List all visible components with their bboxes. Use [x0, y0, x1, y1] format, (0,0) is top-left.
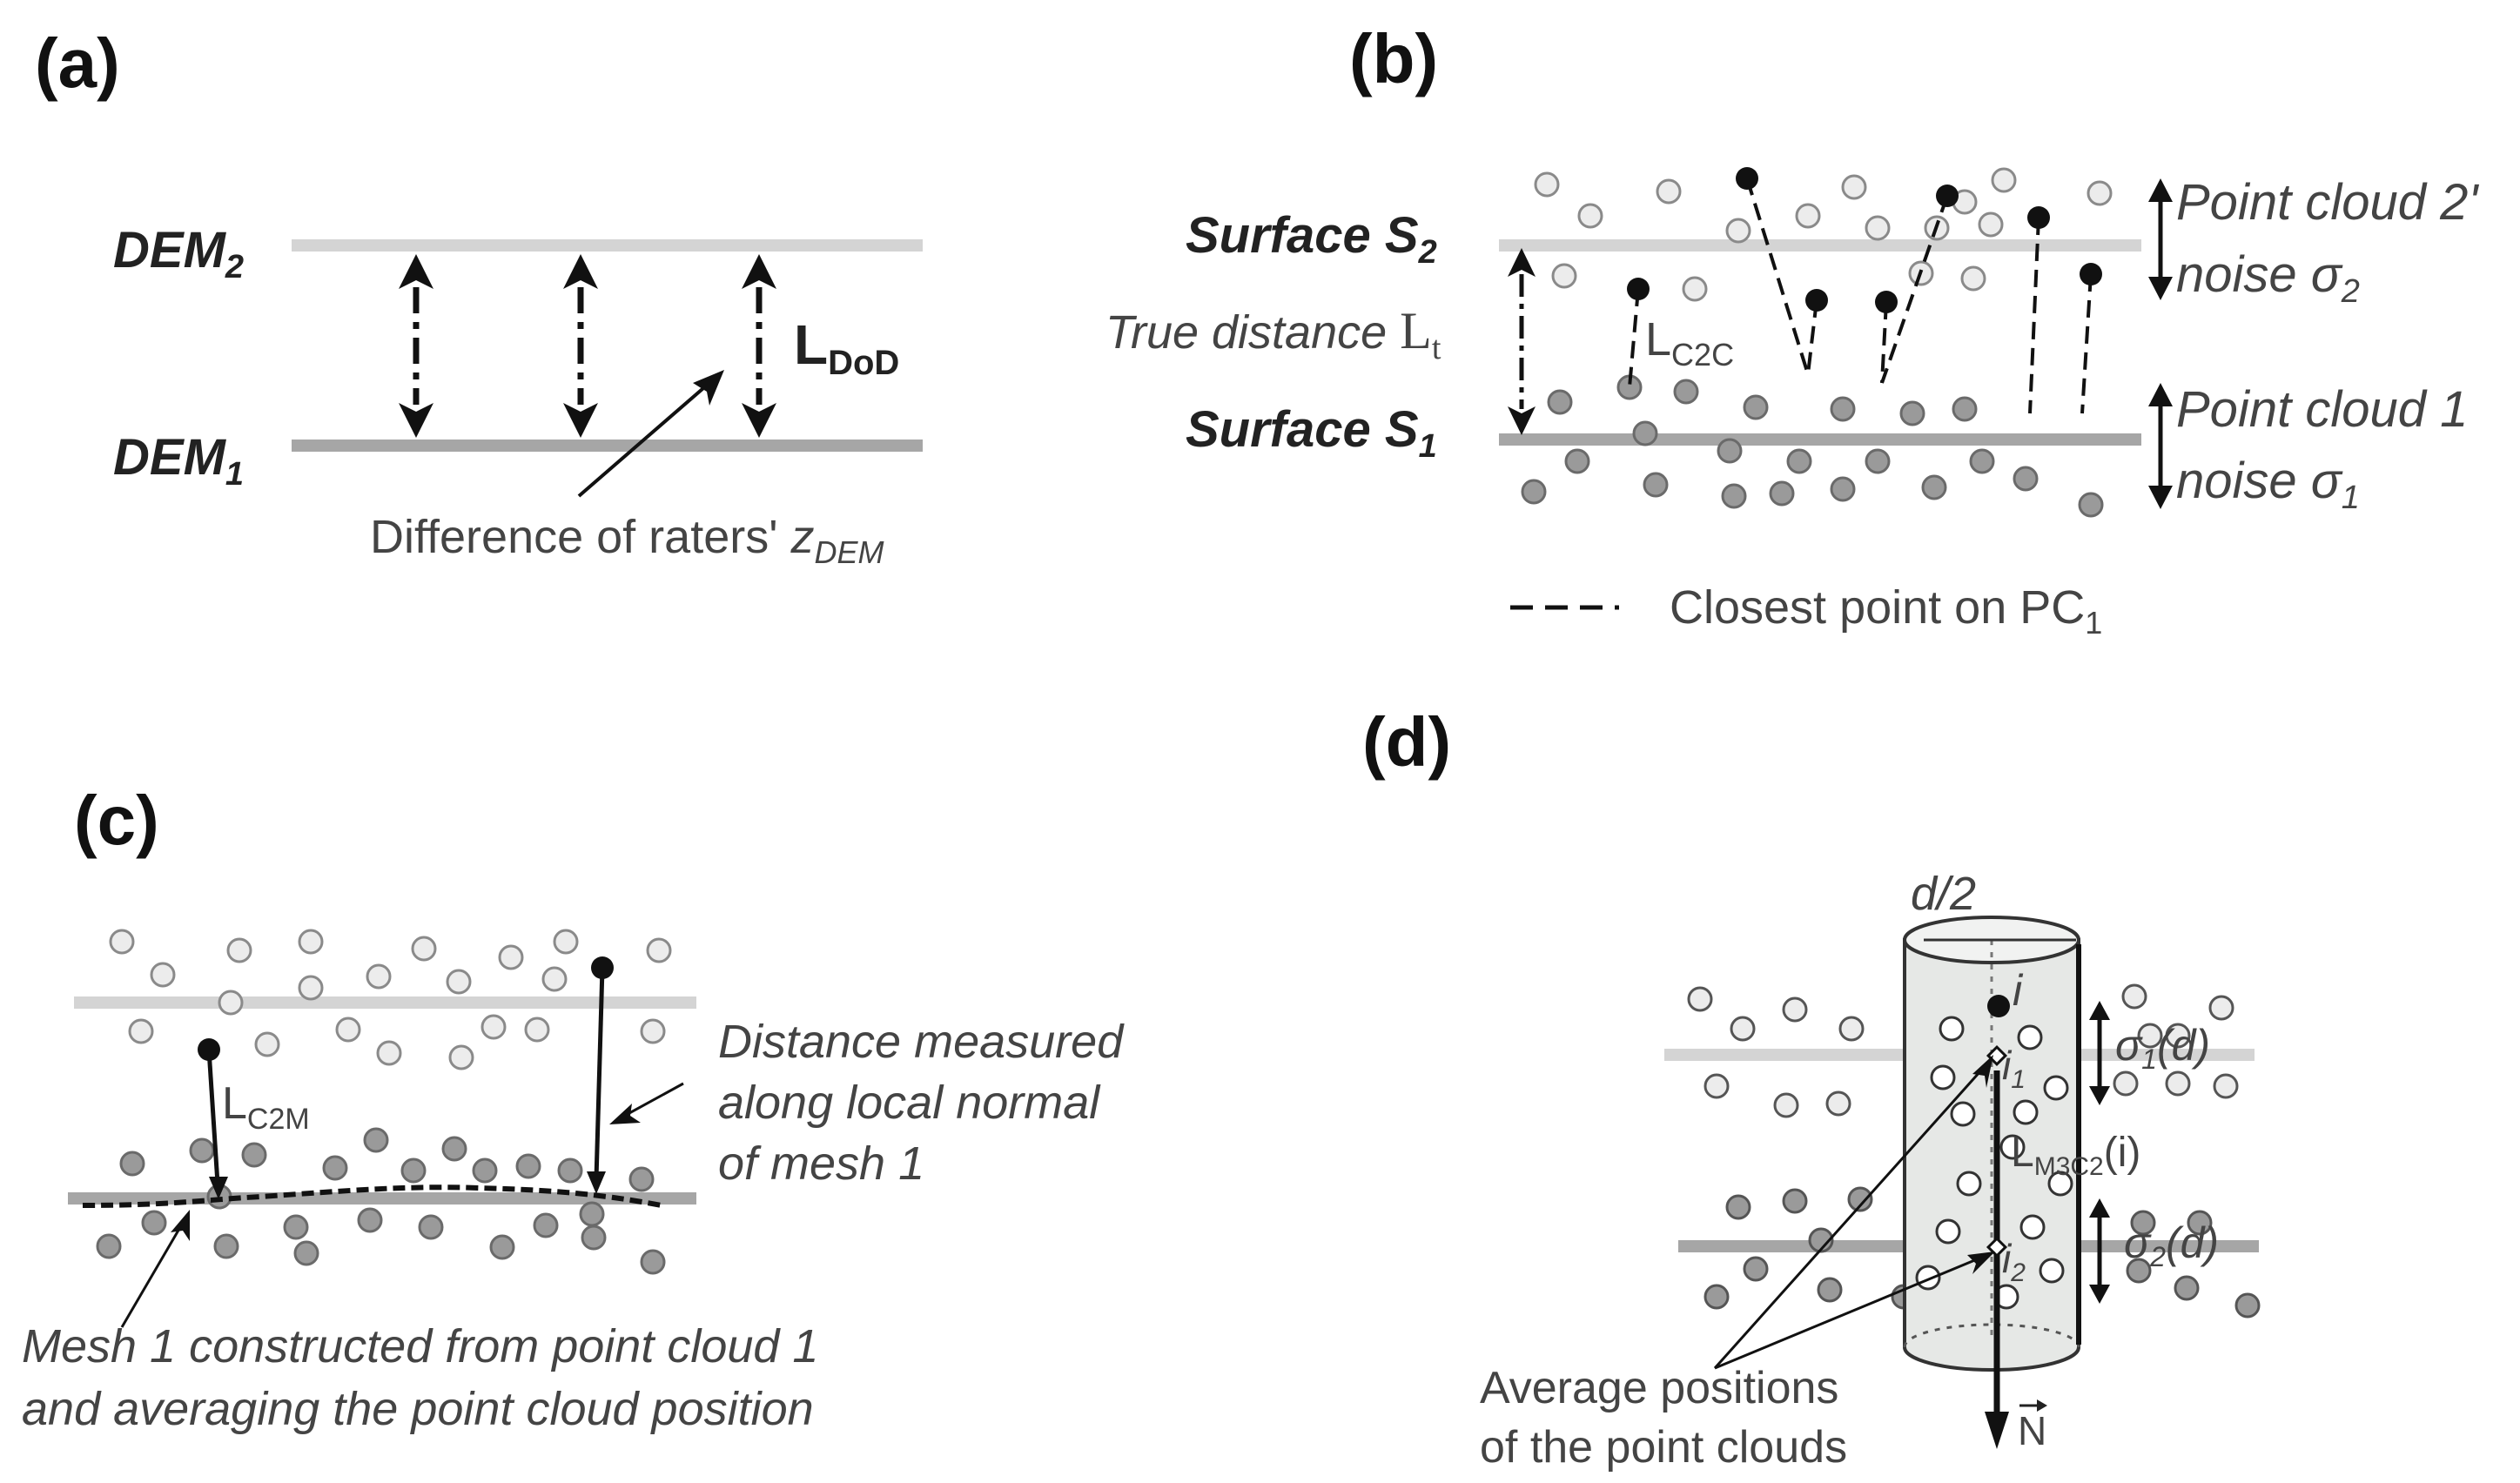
- i1-label: i1: [2002, 1043, 2026, 1094]
- c2m-measure-2: [594, 967, 605, 1180]
- c2c-connectors: [1628, 178, 2093, 414]
- l-c2c-label: LC2C: [1645, 313, 1734, 372]
- core-point-i: [1987, 995, 2010, 1017]
- outside-light-points: [1687, 983, 2239, 1118]
- surface-s2-label: Surface S2: [1186, 207, 1437, 271]
- mesh-caption-line2: and averaging the point cloud position: [22, 1383, 814, 1435]
- point-cloud-2: [109, 929, 672, 1070]
- panel-a-label: (a): [35, 24, 120, 102]
- normal-caption-line2: along local normal: [718, 1077, 1101, 1129]
- pc2-black-point: [198, 1038, 220, 1061]
- pc2-label-line1: Point cloud 2': [2176, 174, 2479, 231]
- caption-pointer: [577, 381, 711, 498]
- panel-b: (b) Surface S2 Surface S1 True distance …: [1105, 20, 2479, 641]
- normal-caption-line1: Distance measured: [718, 1016, 1125, 1068]
- l-m3c2-label: LM3C2(i): [2011, 1130, 2140, 1181]
- mesh-caption-line1: Mesh 1 constructed from point cloud 1: [22, 1320, 818, 1372]
- i2-marker: [1986, 1236, 2008, 1258]
- pc1-label-line2: noise σ1: [2176, 453, 2360, 516]
- point-cloud-2: [1534, 167, 2113, 302]
- panel-d-label: (d): [1362, 703, 1451, 781]
- normal-n-label: N: [2018, 1408, 2046, 1453]
- i-label: i: [2013, 966, 2024, 1015]
- panel-d: (d) d/2: [1362, 703, 2261, 1473]
- avg-pointer-2: [1714, 1253, 1988, 1370]
- sigma1-label: σ1(d): [2115, 1021, 2210, 1075]
- sigma2-label: σ2(d): [2124, 1218, 2219, 1272]
- l-c2m-label: LC2M: [222, 1078, 310, 1136]
- dem2-label: DEM2: [113, 222, 244, 285]
- panel-c: (c) LC2M: [22, 782, 1125, 1435]
- avg-pointer-1: [1713, 1063, 1989, 1369]
- pc1-label-line1: Point cloud 1: [2176, 381, 2468, 438]
- dod-caption: Difference of raters' zDEM: [370, 511, 884, 570]
- c2m-measure-1: [206, 1049, 220, 1184]
- pc2-label-line2: noise σ2: [2176, 246, 2360, 310]
- pc2-black-point: [591, 956, 614, 979]
- legend-label: Closest point on PC1: [1670, 581, 2102, 641]
- normal-caption-line3: of mesh 1: [718, 1137, 924, 1190]
- l-dod-label: LDoD: [794, 313, 899, 382]
- mesh-1-curve: [82, 1184, 662, 1208]
- surface-s1-label: Surface S1: [1186, 401, 1437, 465]
- point-cloud-1: [1521, 374, 2104, 518]
- panel-a: (a) DEM2 DEM1 LDoD Difference of raters'…: [35, 24, 923, 570]
- true-distance-label: True distance Lt: [1105, 302, 1441, 366]
- pc2-black-points: [1627, 167, 2102, 313]
- i2-label: i2: [2002, 1236, 2026, 1287]
- cylinder-bottom-back: [1903, 1323, 2080, 1348]
- avg-caption-line2: of the point clouds: [1480, 1422, 1847, 1473]
- point-cloud-1: [96, 1127, 666, 1275]
- panel-c-label: (c): [74, 782, 159, 859]
- mesh-pointer: [120, 1222, 185, 1328]
- d-half-label: d/2: [1911, 868, 1976, 920]
- dem1-label: DEM1: [113, 429, 244, 493]
- panel-b-label: (b): [1349, 20, 1438, 97]
- avg-caption-line1: Average positions: [1480, 1363, 1838, 1413]
- i1-marker: [1986, 1044, 2008, 1067]
